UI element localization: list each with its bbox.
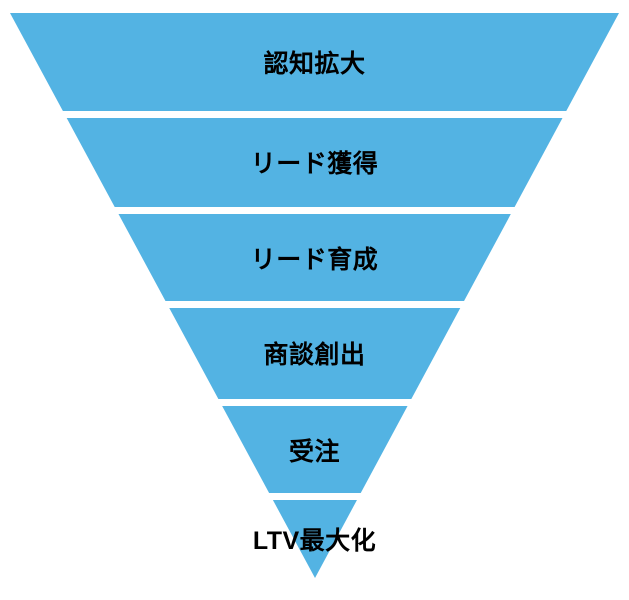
funnel-stage-6-shape bbox=[10, 500, 619, 578]
funnel-stage-4-shape bbox=[10, 308, 619, 399]
funnel-stage-3-shape bbox=[10, 214, 619, 301]
funnel-stage-2-shape bbox=[10, 118, 619, 207]
funnel-stage-5-shape bbox=[10, 406, 619, 493]
funnel-stage-1-shape bbox=[10, 13, 619, 111]
